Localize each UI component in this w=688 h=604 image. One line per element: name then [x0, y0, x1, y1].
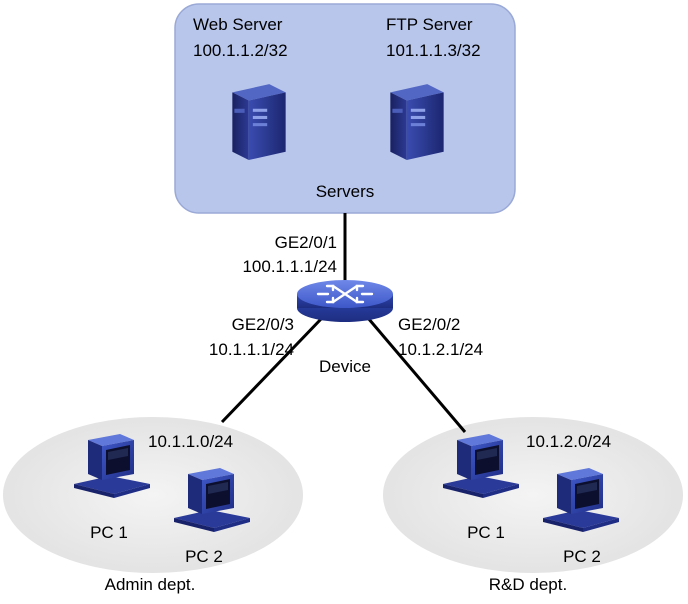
ftp-server-name: FTP Server: [386, 15, 473, 34]
layer3-switch-icon: [297, 280, 393, 322]
servers-zone-label: Servers: [316, 182, 375, 201]
admin-dept-label: Admin dept.: [105, 575, 196, 594]
rd-pc2-label: PC 2: [563, 547, 601, 566]
rd-dept-label: R&D dept.: [489, 575, 567, 594]
ftp-server-ip: 101.1.1.3/32: [386, 41, 481, 60]
interface-right-ip: 10.1.2.1/24: [398, 340, 483, 359]
interface-up-ip: 100.1.1.1/24: [242, 257, 337, 276]
web-server-name: Web Server: [193, 15, 283, 34]
interface-left-port: GE2/0/3: [232, 315, 294, 334]
admin-pc2-label: PC 2: [185, 547, 223, 566]
interface-left-ip: 10.1.1.1/24: [209, 340, 294, 359]
ftp-server-icon: [390, 84, 444, 160]
interface-right-port: GE2/0/2: [398, 315, 460, 334]
web-server-ip: 100.1.1.2/32: [193, 41, 288, 60]
rd-subnet: 10.1.2.0/24: [526, 432, 611, 451]
admin-pc1-label: PC 1: [90, 523, 128, 542]
link-device-admin: [220, 316, 324, 424]
link-device-rd: [366, 317, 467, 433]
admin-subnet: 10.1.1.0/24: [148, 432, 233, 451]
admin-dept-zone: [3, 417, 303, 573]
rd-pc1-label: PC 1: [467, 523, 505, 542]
web-server-icon: [232, 84, 286, 160]
interface-up-port: GE2/0/1: [275, 233, 337, 252]
device-label: Device: [319, 357, 371, 376]
